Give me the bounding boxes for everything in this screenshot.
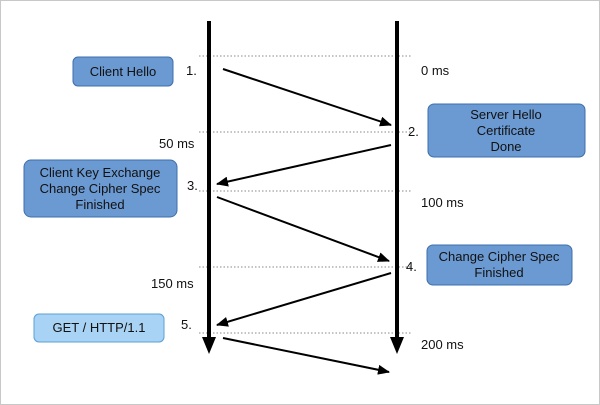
time-label: 0 ms [421,63,450,78]
server-lifeline-arrowhead [390,337,404,354]
message-box-get-request: GET / HTTP/1.1 [33,313,165,343]
time-labels: 0 ms 50 ms 100 ms 150 ms 200 ms [151,63,464,352]
message-label: Client Hello [90,64,156,79]
message-label: Change Cipher Spec [40,181,161,196]
message-box-client-key-exchange: Client Key Exchange Change Cipher Spec F… [23,159,178,218]
time-gridlines [199,55,411,334]
message-label: Certificate [477,123,536,138]
arrow-server-hello [216,144,392,187]
message-box-client-hello: Client Hello [72,56,174,87]
step-number: 1. [186,63,197,78]
arrow-server-change-cipher [216,272,392,327]
step-labels: 1. 2. 3. 4. 5. [181,63,419,332]
step-number: 5. [181,317,192,332]
message-arrows [216,68,392,375]
step-number: 3. [187,178,198,193]
message-label: GET / HTTP/1.1 [53,320,146,335]
message-box-server-hello: Server Hello Certificate Done [427,103,586,158]
message-label: Client Key Exchange [40,165,161,180]
message-label: Done [490,139,521,154]
arrow-client-hello [222,68,392,127]
time-label: 150 ms [151,276,194,291]
time-label: 50 ms [159,136,195,151]
client-lifeline-arrowhead [202,337,216,354]
time-label: 100 ms [421,195,464,210]
message-label: Finished [474,265,523,280]
time-label: 200 ms [421,337,464,352]
arrow-client-key-exchange [216,196,390,262]
step-number: 2. [408,124,419,139]
step-number: 4. [406,259,417,274]
message-label: Finished [75,197,124,212]
arrow-get-request [222,337,390,375]
message-label: Change Cipher Spec [439,249,560,264]
message-label: Server Hello [470,107,542,122]
message-box-server-change-cipher: Change Cipher Spec Finished [426,244,573,286]
